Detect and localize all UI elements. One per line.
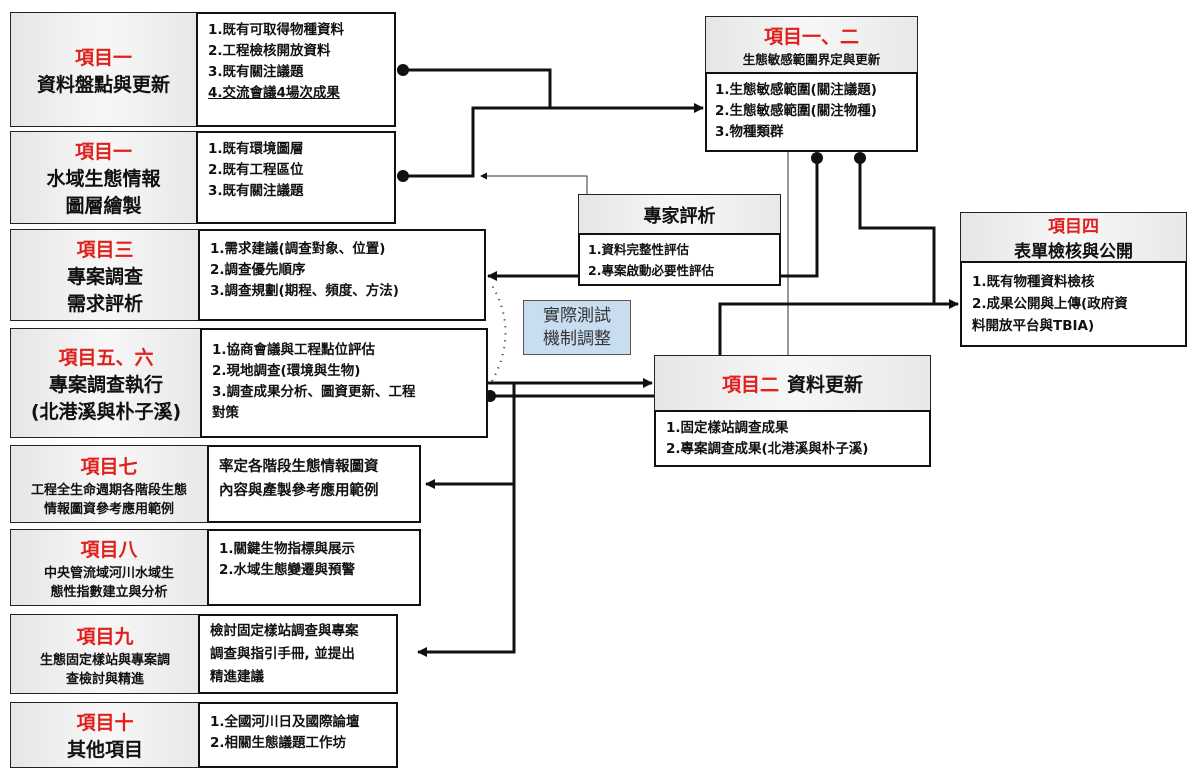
item-title: 工程全生命週期各階段生態: [30, 482, 187, 498]
expert-header: 專家評析: [578, 194, 781, 235]
test-adjustment-note: 實際測試 機制調整: [523, 300, 631, 355]
item-details: 1.關鍵生物指標與展示 2.水域生態變遷與預警: [207, 529, 421, 606]
note-line: 機制調整: [543, 328, 611, 349]
expert-details: 1.資料完整性評估 2.專案啟動必要性評估: [578, 233, 781, 286]
item-code: 項目五、六: [58, 346, 154, 369]
detail-line: 2.專案啟動必要性評估: [588, 263, 714, 278]
item-title: 查檢討與精進: [65, 671, 144, 687]
item-details: 1.既有環境圖層 2.既有工程區位 3.既有關注議題: [196, 131, 396, 224]
item-code: 項目十: [76, 712, 134, 734]
item-title: 生態敏感範圍界定與更新: [742, 51, 881, 67]
item-code: 項目三: [76, 238, 134, 261]
item-code: 項目二: [721, 373, 779, 396]
detail-line: 2.工程檢核開放資料: [208, 43, 331, 59]
detail-line: 對策: [212, 405, 239, 421]
connector-line: [780, 158, 819, 278]
detail-line: 3.調查成果分析、圖資更新、工程: [212, 384, 416, 400]
item-code: 項目九: [76, 625, 134, 648]
item-title: 表單檢核與公開: [1014, 242, 1133, 262]
item-header: 項目一 水域生態情報 圖層繪製: [10, 131, 197, 224]
detail-line: 2.調查優先順序: [210, 262, 306, 278]
detail-line: 3.物種類群: [715, 124, 784, 140]
detail-line: 2.既有工程區位: [208, 162, 304, 178]
connector-line: [718, 299, 959, 355]
item-header: 項目十 其他項目: [10, 702, 200, 768]
detail-line: 2.成果公開與上傳(政府資: [972, 296, 1128, 312]
item-details: 率定各階段生態情報圖資 內容與產製參考應用範例: [207, 445, 421, 523]
item-code: 項目七: [80, 455, 138, 478]
connector-line: [417, 484, 516, 657]
item-code: 項目四: [1048, 217, 1099, 237]
connector-line: [403, 68, 552, 108]
item-code: 項目一: [74, 46, 132, 69]
detail-line: 內容與產製參考應用範例: [219, 483, 379, 499]
sensitive-area-header: 項目一、二 生態敏感範圍界定與更新: [705, 16, 918, 73]
detail-line: 2.水域生態變遷與預警: [219, 562, 356, 578]
item-title: 需求評析: [66, 292, 143, 315]
detail-line: 2.專案調查成果(北港溪與朴子溪): [666, 441, 869, 457]
detail-line: 率定各階段生態情報圖資: [219, 459, 379, 475]
item-title: 資料盤點與更新: [36, 73, 170, 96]
item-title: 生態固定樣站與專案調: [39, 652, 170, 668]
detail-line: 4.交流會議4場次成果: [208, 85, 340, 101]
detail-line: 1.生態敏感範圍(關注議題): [715, 82, 877, 98]
detail-line: 料開放平台與TBIA): [972, 318, 1095, 334]
item-title: 中央管流域河川水域生: [43, 566, 174, 581]
thin-connector: [480, 172, 588, 222]
item-details: 1.固定樣站調查成果 2.專案調查成果(北港溪與朴子溪): [654, 410, 931, 467]
item-title: 專案調查執行: [48, 373, 163, 396]
item-title: 其他項目: [66, 739, 143, 761]
item-title: 專案調查: [66, 265, 143, 288]
detail-line: 檢討固定樣站調查與專案: [210, 623, 359, 639]
item-code: 項目一、二: [763, 25, 859, 48]
item-code: 項目一: [74, 141, 132, 163]
detail-line: 1.全國河川日及國際論壇: [210, 714, 360, 730]
item-details: 檢討固定樣站調查與專案 調查與指引手冊, 並提出 精進建議: [198, 614, 398, 694]
detail-line: 1.關鍵生物指標與展示: [219, 541, 356, 557]
item-header: 項目三 專案調查 需求評析: [10, 229, 200, 321]
detail-line: 2.現地調查(環境與生物): [212, 363, 361, 379]
detail-line: 1.需求建議(調查對象、位置): [210, 241, 386, 257]
detail-line: 1.資料完整性評估: [588, 242, 689, 257]
detail-line: 1.固定樣站調查成果: [666, 420, 789, 436]
item-details: 1.需求建議(調查對象、位置) 2.調查優先順序 3.調查規劃(期程、頻度、方法…: [198, 229, 486, 321]
note-line: 實際測試: [543, 305, 611, 326]
item-header: 項目八 中央管流域河川水域生 態性指數建立與分析: [10, 529, 208, 606]
form-review-header: 項目四 表單檢核與公開: [960, 212, 1187, 262]
dotted-feedback-line: [489, 281, 507, 382]
item-header: 項目一 資料盤點與更新: [10, 12, 197, 127]
detail-line: 3.既有關注議題: [208, 64, 304, 80]
expert-title: 專家評析: [643, 205, 716, 227]
item-title: 水域生態情報: [46, 168, 161, 190]
item-details: 1.既有物種資料檢核 2.成果公開與上傳(政府資 料開放平台與TBIA): [960, 261, 1187, 347]
detail-line: 3.既有關注議題: [208, 183, 304, 199]
item-header: 項目九 生態固定樣站與專案調 查檢討與精進: [10, 614, 200, 694]
item-title: (北港溪與朴子溪): [30, 400, 182, 423]
item-details: 1.生態敏感範圍(關注議題) 2.生態敏感範圍(關注物種) 3.物種類群: [705, 72, 918, 152]
item-details: 1.既有可取得物種資料 2.工程檢核開放資料 3.既有關注議題 4.交流會議4場…: [196, 12, 396, 127]
item-code: 項目八: [80, 539, 138, 561]
detail-line: 調查與指引手冊, 並提出: [210, 646, 355, 662]
detail-line: 3.調查規劃(期程、頻度、方法): [210, 283, 399, 299]
detail-line: 1.既有環境圖層: [208, 141, 304, 157]
connector-line: [403, 103, 704, 178]
item-title: 情報圖資參考應用範例: [43, 501, 174, 517]
item-title: 態性指數建立與分析: [50, 585, 168, 600]
item-details: 1.全國河川日及國際論壇 2.相關生態議題工作坊: [198, 702, 398, 768]
connector-line: [858, 158, 936, 304]
detail-line: 1.既有可取得物種資料: [208, 22, 345, 38]
detail-line: 2.相關生態議題工作坊: [210, 735, 347, 751]
item-header: 項目五、六 專案調查執行 (北港溪與朴子溪): [10, 328, 202, 438]
item-title: 資料更新: [787, 373, 864, 396]
detail-line: 精進建議: [210, 669, 264, 685]
detail-line: 1.協商會議與工程點位評估: [212, 342, 376, 358]
item-title: 圖層繪製: [65, 195, 142, 217]
detail-line: 2.生態敏感範圍(關注物種): [715, 103, 877, 119]
item-header: 項目七 工程全生命週期各階段生態 情報圖資參考應用範例: [10, 445, 208, 523]
data-update-header: 項目二 資料更新: [654, 355, 931, 411]
item-details: 1.協商會議與工程點位評估 2.現地調查(環境與生物) 3.調查成果分析、圖資更…: [200, 328, 488, 438]
detail-line: 1.既有物種資料檢核: [972, 274, 1095, 290]
